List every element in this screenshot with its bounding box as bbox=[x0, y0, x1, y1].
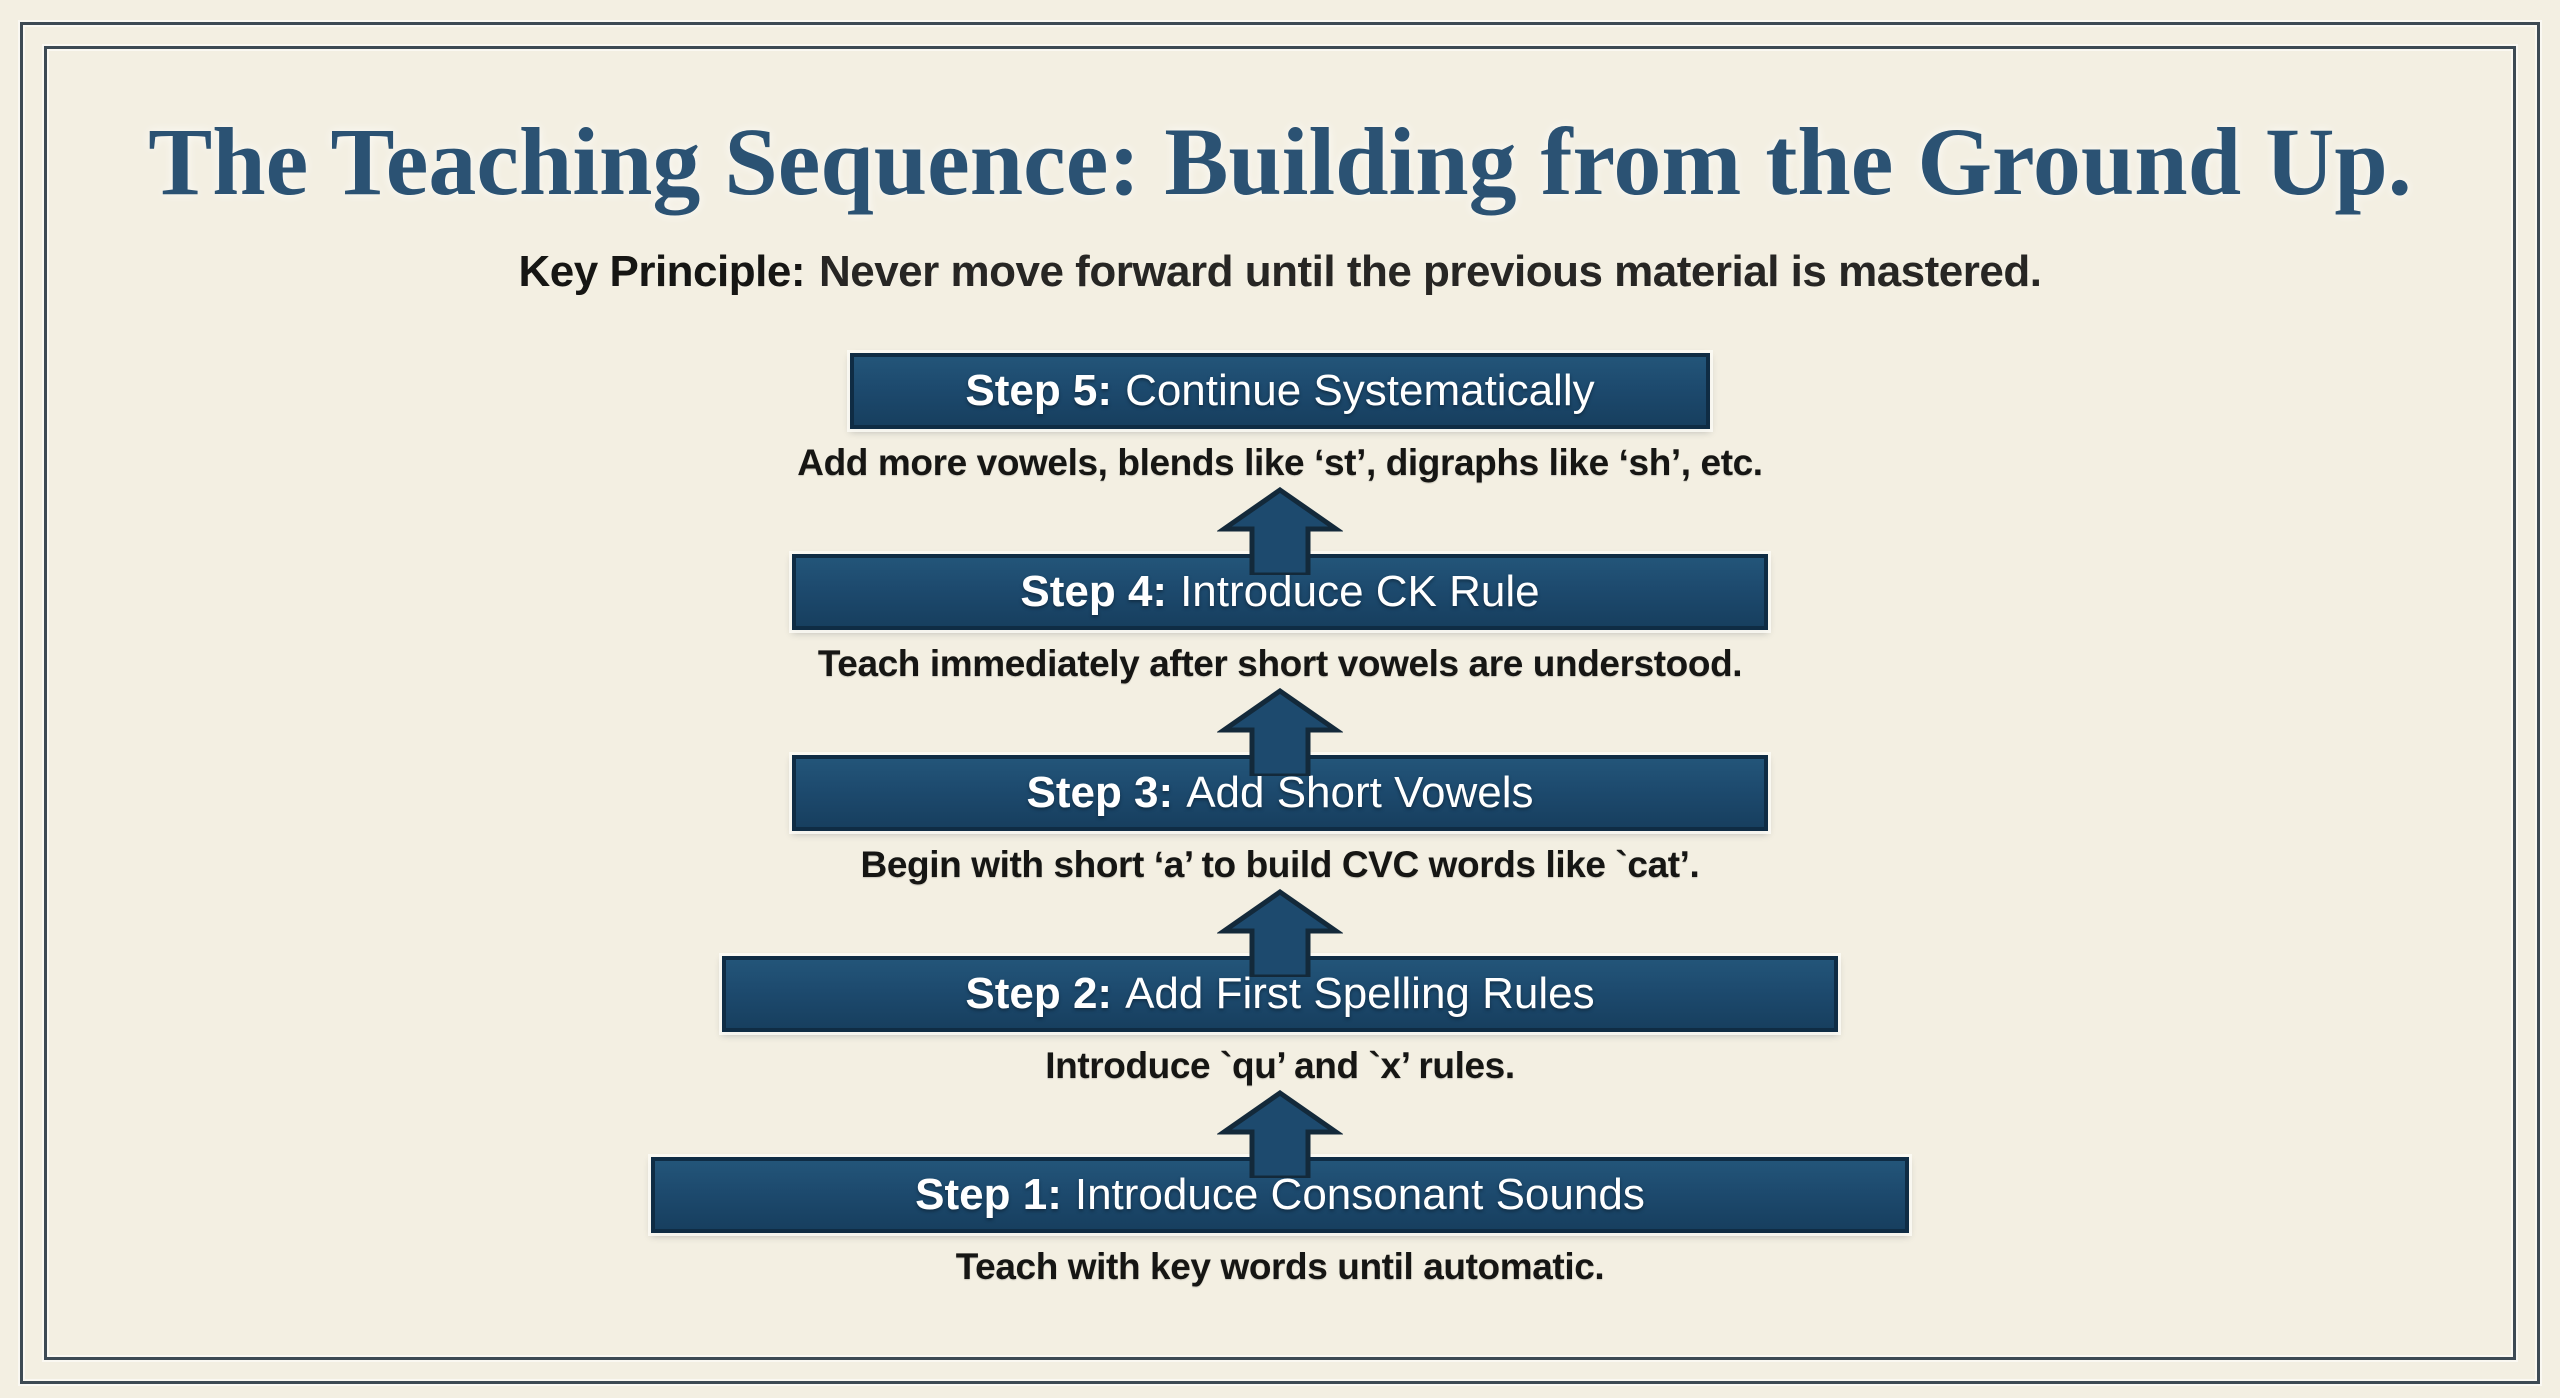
up-arrow-icon bbox=[1216, 486, 1343, 575]
step-title: Add First Spelling Rules bbox=[1125, 968, 1595, 1018]
step-caption: Introduce `qu’ and `x’ rules. bbox=[1045, 1044, 1515, 1086]
step-label: Step 2: bbox=[965, 968, 1113, 1018]
up-arrow-icon bbox=[1217, 1089, 1343, 1178]
teaching-sequence-diagram: Step 5: Continue Systematically Add more… bbox=[651, 352, 1909, 1288]
step-group-3: Step 3: Add Short Vowels Begin with shor… bbox=[792, 754, 1768, 977]
step-bar: Step 4: Introduce CK Rule bbox=[792, 553, 1768, 630]
up-arrow-icon bbox=[1217, 687, 1343, 776]
page-title: The Teaching Sequence: Building from the… bbox=[148, 108, 2412, 215]
step-title: Add Short Vowels bbox=[1186, 767, 1534, 817]
step-group-5: Step 5: Continue Systematically Add more… bbox=[797, 352, 1763, 575]
step-label: Step 5: bbox=[965, 365, 1113, 415]
step-bar: Step 3: Add Short Vowels bbox=[792, 754, 1768, 831]
step-caption: Teach immediately after short vowels are… bbox=[817, 642, 1743, 684]
key-principle: Key Principle:Never move forward until t… bbox=[519, 247, 2042, 297]
step-bar: Step 5: Continue Systematically bbox=[849, 352, 1710, 429]
step-caption: Teach with key words until automatic. bbox=[955, 1245, 1605, 1287]
step-group-4: Step 4: Introduce CK Rule Teach immediat… bbox=[792, 553, 1768, 776]
step-group-2: Step 2: Add First Spelling Rules Introdu… bbox=[722, 955, 1838, 1178]
key-principle-text: Never move forward until the previous ma… bbox=[818, 246, 2042, 296]
up-arrow-icon bbox=[1217, 888, 1343, 977]
step-title: Introduce Consonant Sounds bbox=[1074, 1169, 1645, 1219]
step-title: Continue Systematically bbox=[1125, 365, 1595, 415]
step-label: Step 4: bbox=[1020, 566, 1168, 616]
key-principle-label: Key Principle: bbox=[518, 246, 806, 296]
step-caption: Add more vowels, blends like ‘st’, digra… bbox=[797, 441, 1763, 483]
step-label: Step 1: bbox=[915, 1169, 1062, 1219]
step-label: Step 3: bbox=[1026, 767, 1174, 817]
step-caption: Begin with short ‘a’ to build CVC words … bbox=[860, 843, 1700, 885]
step-title: Introduce CK Rule bbox=[1180, 566, 1540, 616]
